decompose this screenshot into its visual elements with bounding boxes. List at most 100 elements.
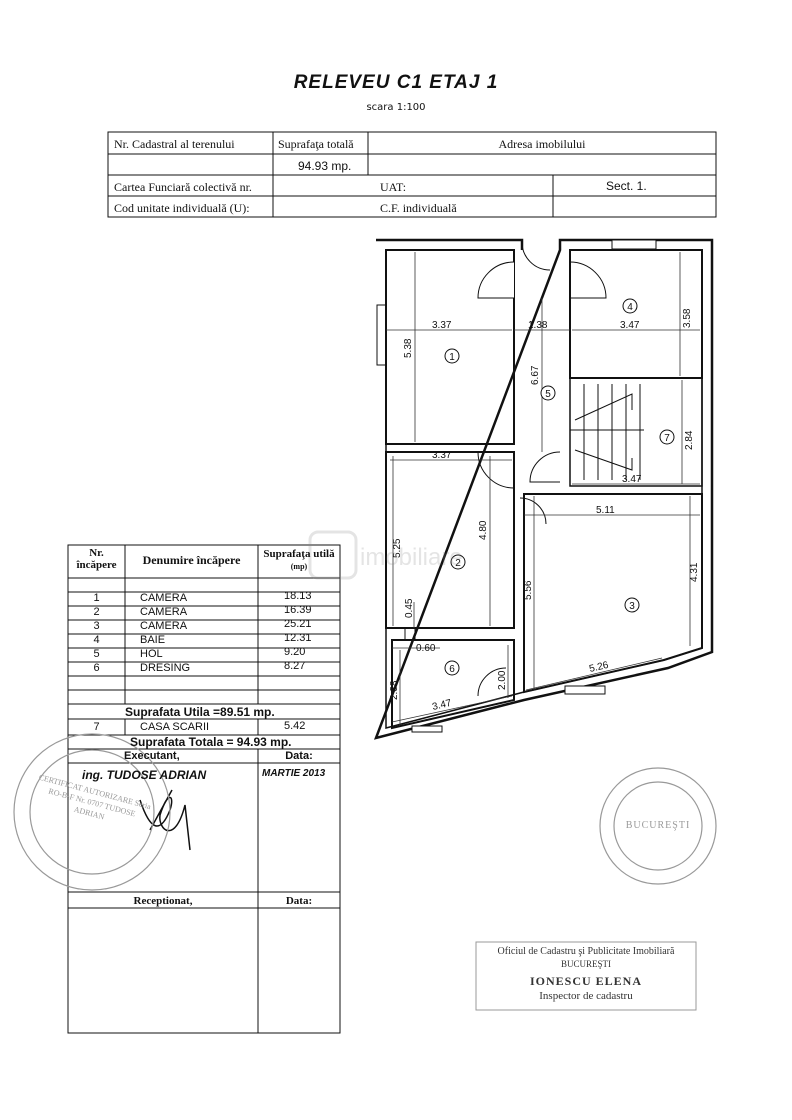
receptionat-label: Receptionat, bbox=[133, 895, 193, 907]
executant-date: MARTIE 2013 bbox=[262, 768, 326, 779]
row-nr: 1 bbox=[93, 592, 100, 604]
uat-label: UAT: bbox=[380, 180, 407, 194]
door-room-4 bbox=[569, 261, 607, 299]
door-room-2 bbox=[477, 451, 515, 489]
row-nr: 6 bbox=[93, 662, 100, 674]
room-number: 4 bbox=[627, 302, 633, 313]
header-table-grid bbox=[107, 131, 717, 218]
total-area-label: Suprafaţa totală bbox=[278, 137, 354, 151]
date-label-2: Data: bbox=[285, 895, 313, 907]
address-label: Adresa imobilului bbox=[498, 137, 586, 151]
dim-label: 5.38 bbox=[403, 338, 414, 358]
window-left bbox=[376, 304, 387, 366]
office-line-1: Oficiul de Cadastru şi Publicitate Imobi… bbox=[497, 946, 675, 957]
col-name-header: Denumire încăpere bbox=[142, 553, 241, 567]
sector-value: Sect. 1. bbox=[606, 179, 647, 193]
inspector-stamp-frame bbox=[475, 941, 697, 1011]
dim-label: 2.84 bbox=[684, 430, 695, 450]
dim-label: 5.56 bbox=[523, 580, 534, 600]
total-area-value: 94.93 mp. bbox=[298, 159, 352, 173]
dim-label: 5.11 bbox=[596, 505, 615, 516]
dim-label: 3.37 bbox=[432, 450, 452, 461]
dimension-lines bbox=[386, 252, 700, 725]
land-book-label: Cartea Funciară colectivă nr. bbox=[114, 180, 252, 194]
inspector-title: Inspector de cadastru bbox=[539, 990, 633, 1002]
door-room-3 bbox=[529, 451, 561, 483]
dim-label: 0.60 bbox=[416, 643, 436, 654]
scale-label: scara 1:100 bbox=[366, 102, 426, 113]
room-6-walls bbox=[391, 639, 515, 730]
useful-area-total: Suprafata Utila =89.51 mp. bbox=[125, 705, 275, 719]
room-number: 2 bbox=[455, 558, 461, 569]
dim-label: 3.47 bbox=[622, 474, 642, 485]
rooms-table-grid bbox=[67, 544, 341, 1034]
window-top bbox=[611, 239, 657, 250]
watermark-text: imobiliare bbox=[360, 544, 463, 571]
room-numbers: 1 2 3 4 5 6 7 bbox=[449, 302, 670, 675]
stair-name: CASA SCARII bbox=[140, 721, 210, 733]
round-stamp-left bbox=[13, 733, 171, 891]
row-nr: 4 bbox=[93, 634, 100, 646]
row-area: 9.20 bbox=[284, 646, 306, 658]
row-area: 12.31 bbox=[284, 632, 312, 644]
door-room-6 bbox=[477, 667, 507, 697]
watermark: imobiliare bbox=[308, 530, 463, 580]
door-room-1 bbox=[477, 261, 515, 299]
office-line-2: BUCUREŞTI bbox=[560, 959, 611, 969]
row-nr: 5 bbox=[93, 648, 100, 660]
row-nr: 2 bbox=[93, 606, 100, 618]
dim-label: 3.47 bbox=[431, 698, 453, 713]
row-area: 8.27 bbox=[284, 660, 306, 672]
round-stamp-right bbox=[599, 767, 717, 885]
room-2-walls bbox=[385, 451, 515, 629]
row-area: 25.21 bbox=[284, 618, 312, 630]
row-name: CAMERA bbox=[140, 620, 188, 632]
col-area-header: Suprafaţa utilă bbox=[263, 548, 335, 560]
room-3-walls bbox=[523, 493, 703, 694]
row-name: DRESING bbox=[140, 662, 191, 674]
stairs bbox=[570, 384, 644, 480]
niche bbox=[404, 627, 416, 641]
round-stamp-right-text: BUCUREŞTI bbox=[625, 820, 691, 831]
row-area: 16.39 bbox=[284, 604, 312, 616]
dim-label: 3.47 bbox=[620, 320, 640, 331]
dim-label: 4.80 bbox=[478, 520, 489, 540]
door-entry bbox=[521, 241, 551, 271]
dimension-labels: 3.37 5.38 1.38 3.47 3.58 6.67 3.37 2.84 … bbox=[389, 308, 700, 713]
window-room-6 bbox=[411, 725, 443, 733]
row-name: BAIE bbox=[140, 634, 166, 646]
cf-label: C.F. individuală bbox=[380, 201, 457, 215]
dim-label: 0.45 bbox=[404, 598, 415, 618]
row-name: CAMERA bbox=[140, 606, 188, 618]
row-area: 18.13 bbox=[284, 590, 312, 602]
room-number: 7 bbox=[664, 433, 670, 444]
stair-area: 5.42 bbox=[284, 720, 306, 732]
row-name: CAMERA bbox=[140, 592, 188, 604]
dim-label: 4.31 bbox=[689, 562, 700, 582]
room-1-walls bbox=[385, 249, 515, 445]
executant-name: ing. TUDOSE ADRIAN bbox=[82, 768, 207, 782]
dim-label: 5.26 bbox=[588, 660, 610, 675]
grand-total: Suprafata Totala = 94.93 mp. bbox=[130, 735, 292, 749]
room-markers bbox=[444, 298, 675, 676]
row-name: HOL bbox=[140, 648, 163, 660]
col-number-header: Nr. încăpere bbox=[76, 547, 117, 571]
row-nr: 3 bbox=[93, 620, 100, 632]
executant-label: Executant, bbox=[124, 750, 180, 762]
room-number: 1 bbox=[449, 352, 455, 363]
cadastral-label: Nr. Cadastral al terenului bbox=[114, 137, 235, 151]
dim-label: 2.00 bbox=[497, 670, 508, 690]
dim-label: 2.38 bbox=[389, 680, 400, 700]
outer-wall bbox=[373, 238, 714, 740]
floor-plan: 3.37 5.38 1.38 3.47 3.58 6.67 3.37 2.84 … bbox=[373, 238, 714, 740]
room-number: 5 bbox=[545, 389, 551, 400]
date-label: Data: bbox=[285, 750, 313, 762]
dim-label: 6.67 bbox=[530, 365, 541, 385]
dim-label: 5.25 bbox=[392, 538, 403, 558]
page-title: RELEVEU C1 ETAJ 1 bbox=[293, 72, 499, 93]
inspector-name: IONESCU ELENA bbox=[529, 974, 643, 988]
room-number: 6 bbox=[449, 664, 455, 675]
stair-nr: 7 bbox=[93, 721, 100, 733]
dim-label: 3.58 bbox=[682, 308, 693, 328]
